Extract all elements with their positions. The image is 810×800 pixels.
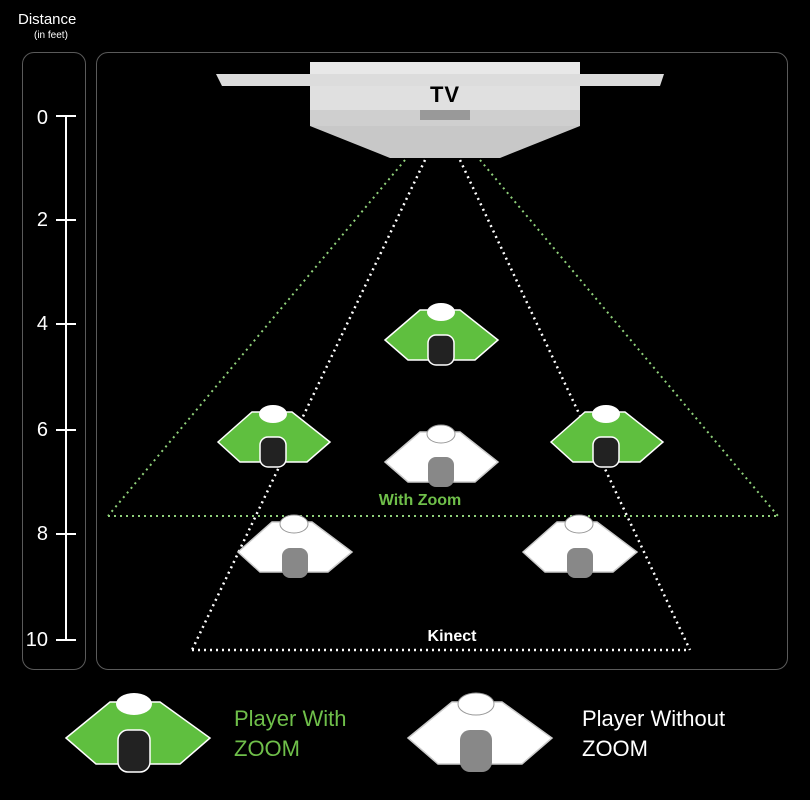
- legend-icon-with-zoom: [64, 693, 212, 773]
- tick-label-2: 2: [36, 209, 48, 231]
- legend-with-zoom-line2: ZOOM: [234, 736, 300, 761]
- legend-without-zoom-text: Player Without ZOOM: [582, 704, 725, 764]
- kinect-label: Kinect: [427, 628, 477, 645]
- player-without-zoom-left: [236, 514, 354, 578]
- legend-without-zoom-line2: ZOOM: [582, 736, 648, 761]
- kinect-sensor: [420, 110, 470, 120]
- player-with-zoom-center: [383, 303, 500, 366]
- tick-label-10: 10: [25, 629, 48, 651]
- axis-subtitle: (in feet): [34, 30, 68, 41]
- distance-axis: [56, 115, 76, 641]
- legend-with-zoom-line1: Player With: [234, 706, 347, 731]
- axis-title: Distance: [18, 11, 77, 28]
- legend-icon-without-zoom: [406, 692, 554, 772]
- legend-with-zoom-text: Player With ZOOM: [234, 704, 346, 764]
- zoom-field-of-view: [107, 159, 779, 517]
- tick-label-4: 4: [36, 313, 48, 335]
- player-without-zoom-right: [521, 514, 639, 578]
- distance-scale-frame: [22, 52, 86, 670]
- tick-label-8: 8: [36, 523, 48, 545]
- player-with-zoom-right: [549, 405, 665, 468]
- tick-label-0: 0: [36, 107, 48, 129]
- player-with-zoom-left: [216, 405, 332, 468]
- legend-without-zoom-line1: Player Without: [582, 706, 726, 731]
- tv-label: TV: [429, 82, 461, 107]
- player-without-zoom-center: [383, 424, 500, 487]
- tick-label-6: 6: [36, 419, 48, 441]
- tv-shape: [216, 62, 664, 158]
- play-area-frame: [96, 52, 788, 670]
- with-zoom-label: With Zoom: [378, 492, 462, 509]
- kinect-field-of-view: [190, 159, 692, 652]
